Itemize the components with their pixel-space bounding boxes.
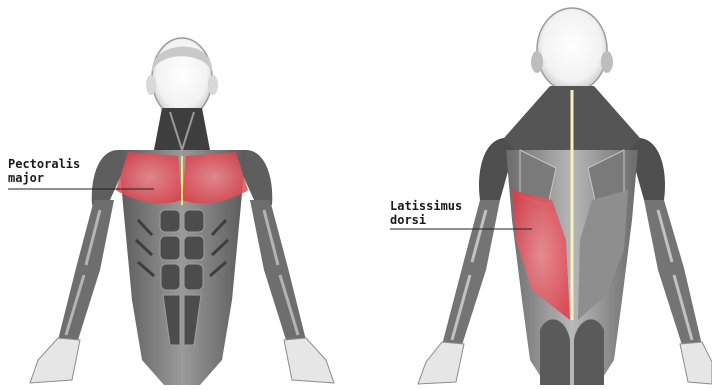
latissimus-dorsi-label: Latissimus dorsi xyxy=(390,199,462,227)
pectoralis-major-label: Pectoralis major xyxy=(8,157,80,185)
front-arm-right xyxy=(250,200,306,340)
back-ear-right xyxy=(601,51,613,73)
pectoralis-label-line1: Pectoralis xyxy=(8,157,80,171)
front-hand-left xyxy=(30,338,80,383)
back-figure xyxy=(418,8,712,385)
front-figure xyxy=(30,38,334,385)
front-arm-left xyxy=(58,200,114,340)
back-hand-right xyxy=(680,342,712,384)
back-head xyxy=(537,8,607,92)
back-arm-right xyxy=(644,200,702,345)
front-ear-right xyxy=(208,75,218,95)
pectoralis-label-line2: major xyxy=(8,171,80,185)
latissimus-label-line2: dorsi xyxy=(390,213,462,227)
front-neck xyxy=(154,108,210,150)
front-hand-right xyxy=(284,338,334,383)
latissimus-label-line1: Latissimus xyxy=(390,199,462,213)
back-hand-left xyxy=(418,342,464,384)
front-ear-left xyxy=(146,75,156,95)
back-ear-left xyxy=(531,51,543,73)
